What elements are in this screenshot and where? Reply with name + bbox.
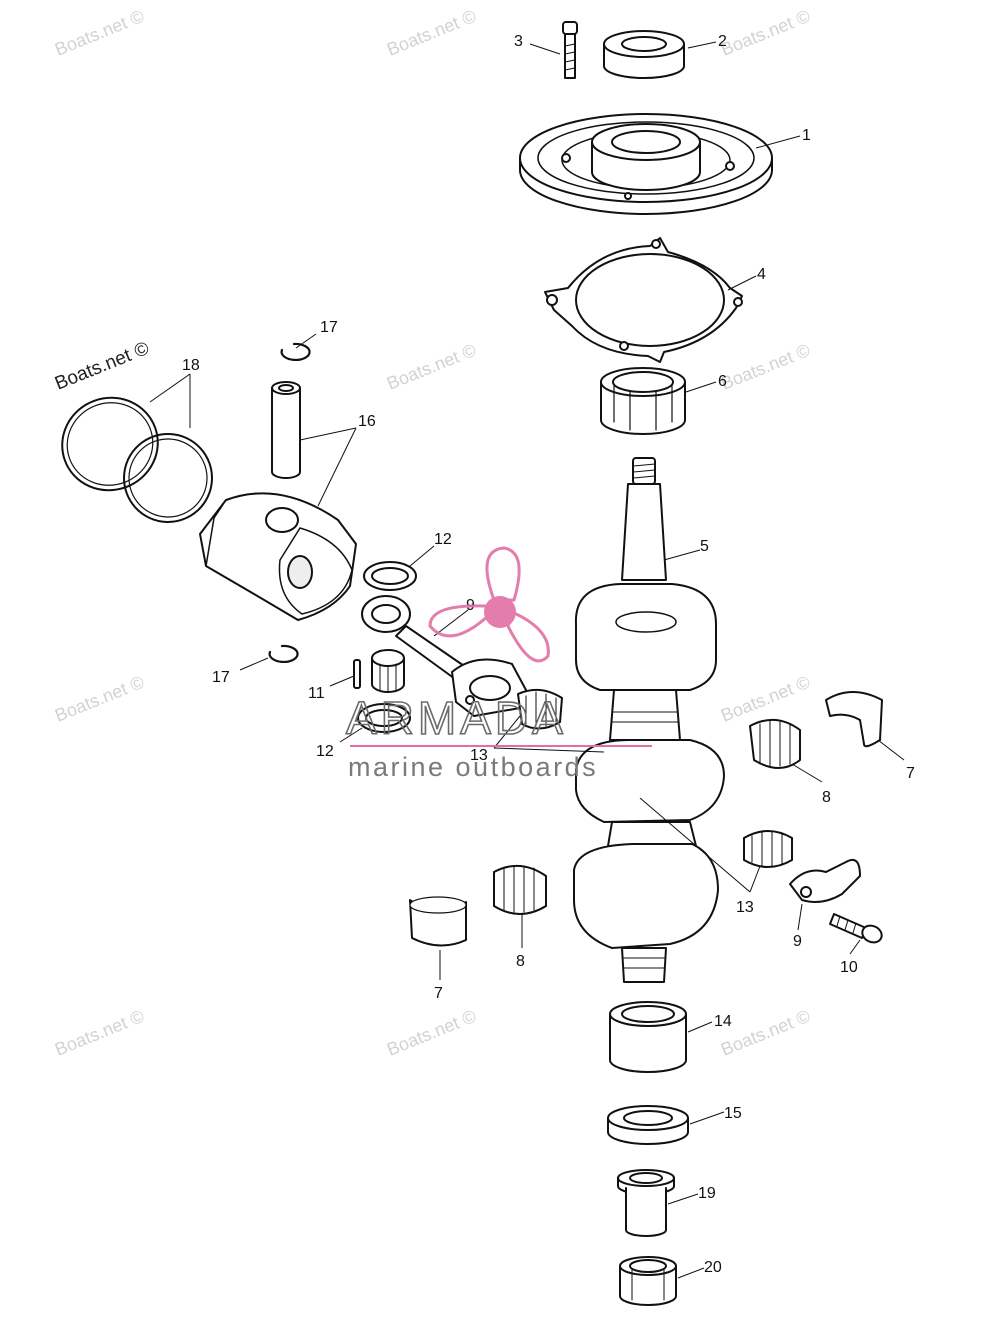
part-bearing-shell-7-left: [410, 897, 466, 946]
part-needle-bearing-13-lower: [744, 831, 792, 867]
watermark: Boats.net ©: [52, 672, 147, 726]
part-circlip-17-upper: [282, 344, 310, 360]
part-gasket-4: [545, 238, 742, 362]
part-bearing-shell-7-right: [826, 692, 882, 746]
part-needle-cage-8-right: [750, 720, 800, 768]
watermark: Boats.net ©: [718, 6, 813, 60]
callout-19: 19: [698, 1185, 716, 1202]
watermark: Boats.net ©: [52, 6, 147, 60]
callout-13-lower: 13: [736, 899, 754, 916]
part-piston-pin-16: [272, 382, 300, 478]
callout-15: 15: [724, 1105, 742, 1122]
watermark: Boats.net ©: [384, 1006, 479, 1060]
callout-18: 18: [182, 357, 200, 374]
callout-9-cap: 9: [793, 933, 802, 950]
watermark: Boats.net ©: [52, 338, 152, 395]
part-rod-cap-screw-10: [830, 914, 884, 945]
callout-8-left: 8: [516, 953, 525, 970]
part-bearing-20: [620, 1257, 676, 1305]
watermark: Boats.net ©: [52, 1006, 147, 1060]
part-bearing-housing-1: [520, 114, 772, 214]
callout-7-right: 7: [906, 765, 915, 782]
callout-11: 11: [308, 685, 325, 702]
propeller-icon: [428, 546, 550, 663]
part-piston-rings-18: [49, 384, 224, 534]
part-crankshaft-5: [574, 458, 724, 982]
watermark: Boats.net ©: [718, 340, 813, 394]
callout-12-lower: 12: [316, 743, 334, 760]
part-bushing-19: [618, 1170, 674, 1236]
callout-17-lower: 17: [212, 669, 230, 686]
part-seal-15: [608, 1106, 688, 1144]
part-needle-cage-8-left: [494, 866, 546, 914]
callout-10: 10: [840, 959, 858, 976]
part-needle-bearing-13-upper: [372, 650, 404, 692]
part-thrust-washer-12-lower: [358, 704, 410, 732]
callout-7-left: 7: [434, 985, 443, 1002]
part-needle-roller-11: [354, 660, 360, 688]
callout-12-upper: 12: [434, 531, 452, 548]
part-bearing-14: [610, 1002, 686, 1072]
watermark: Boats.net ©: [718, 672, 813, 726]
callout-2: 2: [718, 33, 727, 50]
watermark: Boats.net ©: [384, 6, 479, 60]
part-bolt-3: [563, 22, 577, 78]
part-connecting-rod-9: [362, 596, 526, 716]
watermark: Boats.net ©: [718, 1006, 813, 1060]
callout-16: 16: [358, 413, 376, 430]
callout-20: 20: [704, 1259, 722, 1276]
callout-3: 3: [514, 33, 523, 50]
leader-lines: [149, 41, 905, 1279]
callout-6: 6: [718, 373, 727, 390]
callout-5: 5: [700, 538, 709, 555]
watermark: Boats.net ©: [384, 340, 479, 394]
brand-tagline: marine outboards: [348, 752, 598, 782]
brand-name: ARMADA: [346, 692, 567, 744]
callout-8-right: 8: [822, 789, 831, 806]
part-circlip-17-lower: [270, 646, 298, 662]
brand-logo: ARMADA marine outboards: [345, 546, 652, 782]
callout-17-upper: 17: [320, 319, 338, 336]
part-rod-cap-9: [790, 860, 860, 902]
callout-14: 14: [714, 1013, 732, 1030]
part-piston-16: [200, 493, 356, 620]
part-seal-2: [604, 31, 684, 78]
callout-13-upper: 13: [470, 747, 488, 764]
callout-1: 1: [802, 127, 811, 144]
part-thrust-washer-12-upper: [364, 562, 416, 590]
part-needle-bearing-13-upper-cage: [518, 690, 562, 729]
part-bearing-6: [601, 368, 685, 434]
callout-4: 4: [757, 266, 766, 283]
